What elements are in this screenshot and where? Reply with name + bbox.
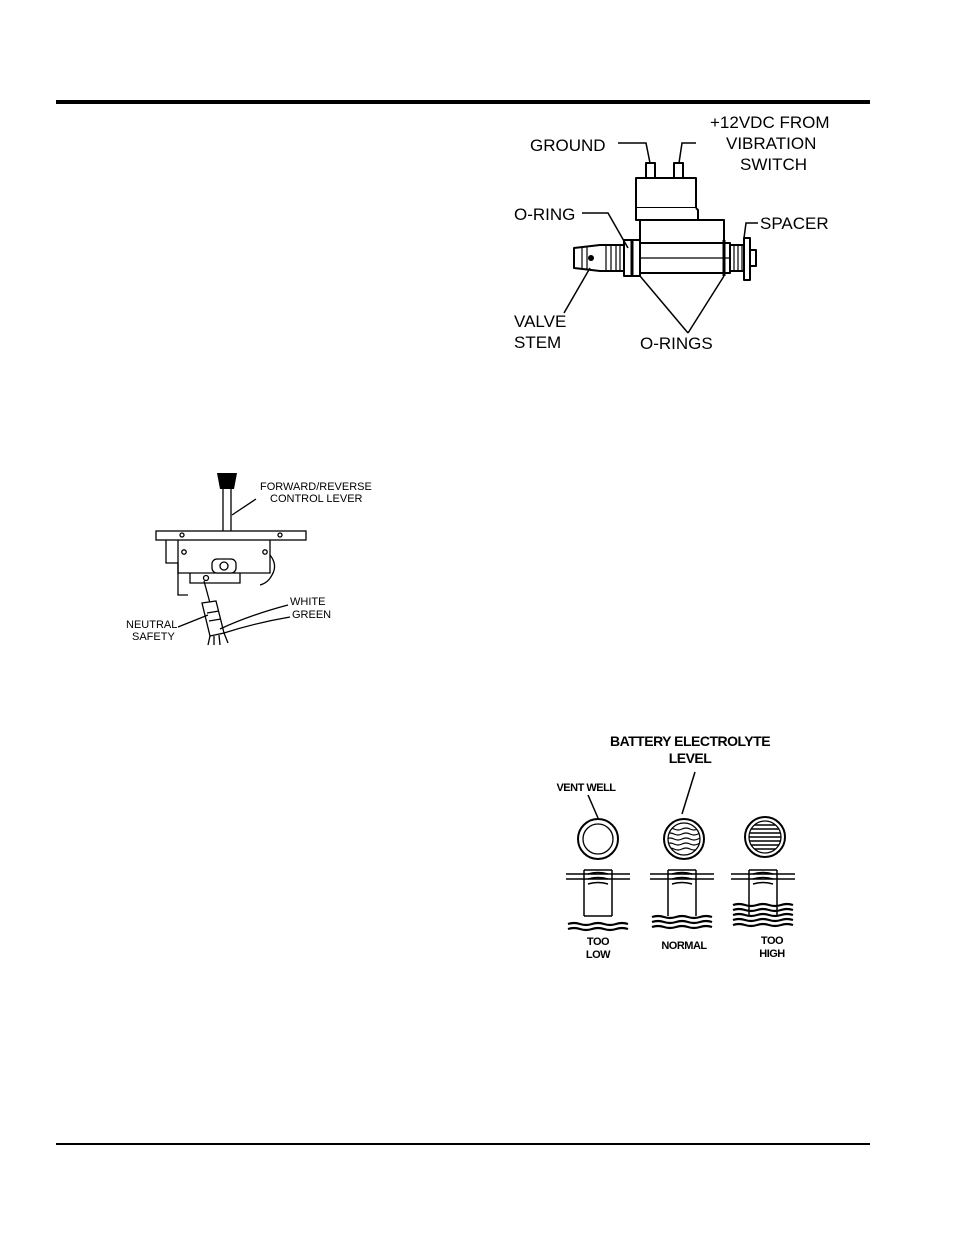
label-too-high-line1: TOO	[761, 935, 784, 947]
battery-electrolyte-figure: BATTERY ELECTROLYTE LEVEL VENT WELL	[540, 728, 830, 968]
label-o-rings: O-RINGS	[640, 334, 713, 353]
label-white: WHITE	[290, 596, 325, 608]
label-lever-line1: FORWARD/REVERSE	[260, 481, 372, 493]
label-normal: NORMAL	[661, 940, 707, 952]
label-too-low-line1: TOO	[587, 936, 610, 948]
solenoid-valve-drawing: GROUND +12VDC FROM VIBRATION SWITCH O-RI…	[500, 108, 860, 358]
label-vent-well: VENT WELL	[556, 782, 616, 794]
label-neutral-line1: NEUTRAL	[126, 619, 177, 631]
label-power-line1: +12VDC FROM	[710, 113, 830, 132]
label-power-line3: SWITCH	[740, 155, 807, 174]
label-too-high-line2: HIGH	[759, 948, 785, 960]
battery-electrolyte-drawing: BATTERY ELECTROLYTE LEVEL VENT WELL	[540, 728, 830, 968]
battery-title-line1: BATTERY ELECTROLYTE	[610, 733, 770, 749]
label-spacer: SPACER	[760, 214, 829, 233]
label-too-low-line2: LOW	[586, 949, 611, 961]
label-power-line2: VIBRATION	[726, 134, 816, 153]
label-valve-line2: STEM	[514, 333, 561, 352]
label-ground: GROUND	[530, 136, 606, 155]
label-valve-line1: VALVE	[514, 312, 566, 331]
control-lever-figure: FORWARD/REVERSE CONTROL LEVER WHITE GREE…	[120, 465, 380, 650]
label-o-ring: O-RING	[514, 205, 575, 224]
control-lever-drawing: FORWARD/REVERSE CONTROL LEVER WHITE GREE…	[120, 465, 380, 650]
header-rule	[56, 100, 870, 104]
footer-rule	[56, 1143, 870, 1145]
solenoid-valve-figure: GROUND +12VDC FROM VIBRATION SWITCH O-RI…	[500, 108, 860, 358]
battery-title-line2: LEVEL	[669, 750, 713, 766]
label-neutral-line2: SAFETY	[132, 631, 175, 643]
label-lever-line2: CONTROL LEVER	[270, 493, 363, 505]
label-green: GREEN	[292, 609, 331, 621]
